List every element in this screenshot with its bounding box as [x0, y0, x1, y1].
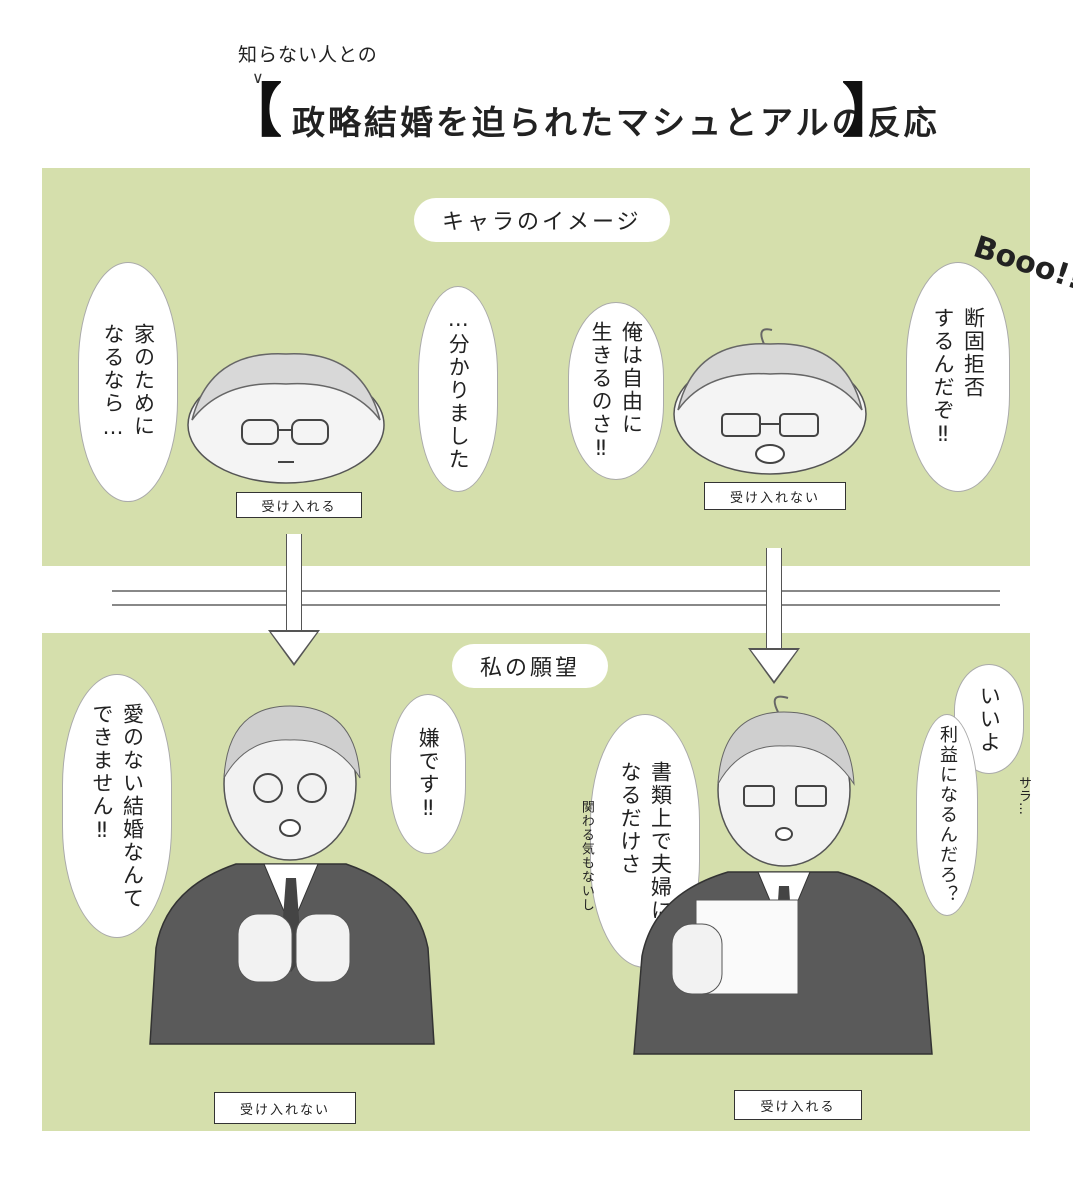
- divider-line: [112, 604, 1000, 606]
- speech-bubble: …分かりました: [418, 286, 498, 492]
- chibi-character-right: [673, 328, 867, 475]
- page-title: 政略結婚を迫られたマシュとアルの反応: [292, 103, 940, 142]
- speech-bubble: 家のために なるなら…: [78, 262, 178, 502]
- bubble-text: 俺は自由に 生きるのさ‼: [589, 320, 644, 462]
- character-left-suit: [149, 705, 435, 1045]
- divider-line: [112, 590, 1000, 592]
- title-bracket-open: 【: [224, 77, 283, 145]
- speech-bubble: 愛のない結婚なんて できません‼: [62, 674, 172, 938]
- bubble-text: 嫌です‼: [416, 726, 441, 822]
- down-arrow-icon: [748, 548, 800, 684]
- bubble-text: 利益になるんだろ？: [937, 725, 959, 905]
- bubble-text: …分かりました: [446, 307, 471, 471]
- caption-box: 受け入れる: [734, 1090, 862, 1120]
- character-right-suit: [633, 695, 933, 1055]
- insert-caret-mark: ∨: [252, 68, 264, 87]
- caption-box: 受け入れる: [236, 492, 362, 518]
- speech-bubble: 嫌です‼: [390, 694, 466, 854]
- bubble-text: 書類上で夫婦に なるだけさ: [618, 760, 673, 922]
- speech-bubble: 利益になるんだろ？: [916, 714, 978, 916]
- bubble-text: 断固拒否 するんだぞ‼: [931, 306, 986, 448]
- bubble-text: いいよ: [977, 684, 1002, 754]
- bubble-text: 愛のない結婚なんて できません‼: [90, 702, 145, 910]
- caption-box: 受け入れない: [214, 1092, 356, 1124]
- speech-bubble: 俺は自由に 生きるのさ‼: [568, 302, 664, 480]
- title-annotation: 知らない人との: [238, 44, 378, 66]
- chibi-character-left: [187, 353, 385, 484]
- speech-bubble: 断固拒否 するんだぞ‼: [906, 262, 1010, 492]
- caption-box: 受け入れない: [704, 482, 846, 510]
- title-bracket-close: 】: [842, 77, 901, 145]
- section-label-my-wish: 私の願望: [452, 644, 609, 688]
- small-aside-text: 関わる気もないし: [578, 800, 594, 912]
- sound-effect-text: サラ…: [1016, 776, 1031, 815]
- down-arrow-icon: [268, 534, 320, 666]
- section-label-character-image: キャラのイメージ: [414, 198, 670, 242]
- bubble-text: 家のために なるなら…: [101, 323, 156, 441]
